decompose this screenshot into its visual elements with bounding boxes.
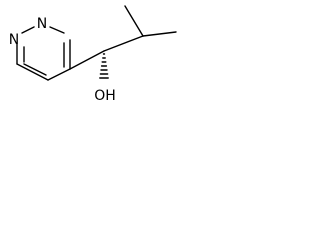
bond-isopropyl-methyl-right [142, 31, 177, 37]
ring-double-bond-inner-bottom [23, 63, 47, 76]
hashed-wedge-bond-to-hydroxyl [99, 53, 109, 79]
pyrimidine-ring [16, 26, 71, 81]
bond-isopropyl-methyl-up [124, 5, 144, 37]
bond-ring-to-carbinol [69, 50, 105, 70]
bond-carbinol-to-isopropyl [103, 35, 144, 52]
ring-bond-c4-n3 [49, 26, 65, 34]
ring-bond-c6-c5 [47, 68, 71, 81]
chemical-structure-diagram: N N OH [0, 0, 186, 116]
atom-label-n-left: N [9, 32, 19, 48]
ring-bond-n3-c2 [21, 26, 35, 34]
atom-label-n-top: N [37, 16, 47, 32]
ring-bond-n1-c6 [16, 63, 49, 81]
background [0, 0, 186, 116]
side-chain [69, 5, 177, 70]
atom-label-hydroxyl: OH [94, 88, 116, 104]
